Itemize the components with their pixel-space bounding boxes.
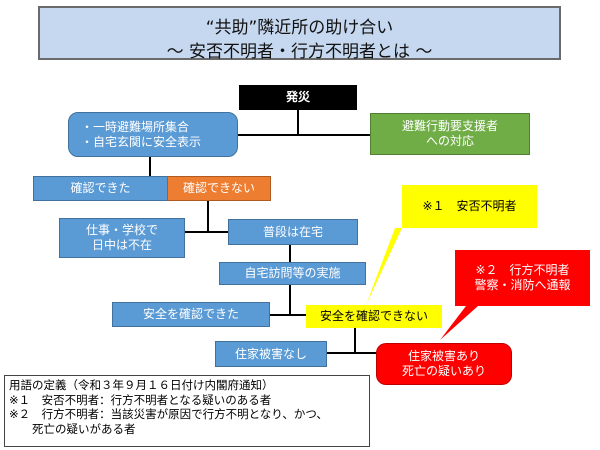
callout-anpi-shape <box>366 185 537 305</box>
node-support-line1: 避難行動要支援者 <box>401 119 498 133</box>
node-gather: ・一時避難場所集合 ・自宅玄関に安全表示 <box>68 112 238 157</box>
definitions-heading: 用語の定義（令和３年９月１６日付け内閣府通知） <box>9 378 274 392</box>
title-box: “共助”隣近所の助け合い ～ 安否不明者・行方不明者とは ～ <box>38 6 561 62</box>
node-work-school-line2: 日中は不在 <box>91 238 152 252</box>
node-confirmed: 確認できた <box>33 176 168 201</box>
node-usually-home: 普段は在宅 <box>228 219 358 245</box>
node-safety-not-confirmed: 安全を確認できない <box>306 305 442 328</box>
node-gather-line2: ・自宅玄関に安全表示 <box>81 134 202 149</box>
callout-anpi: ※１ 安否不明者 <box>402 185 537 228</box>
node-not-confirmed: 確認できない <box>167 176 271 201</box>
node-damage: 住家被害あり 死亡の疑いあり <box>376 343 512 385</box>
node-work-school: 仕事・学校で 日中は不在 <box>59 218 185 258</box>
node-safety-confirmed: 安全を確認できた <box>112 302 270 327</box>
definition-item-2: ※２ 行方不明者：当該災害が原因で行方不明となり、かつ、 <box>9 407 328 421</box>
node-work-school-line1: 仕事・学校で <box>85 223 158 237</box>
title-line2: ～ 安否不明者・行方不明者とは ～ <box>166 42 433 62</box>
title-line1: “共助”隣近所の助け合い <box>205 18 394 38</box>
callout-missing-line1: ※２ 行方不明者 <box>475 263 570 277</box>
definition-item-3: 死亡の疑いがある者 <box>9 421 136 436</box>
callout-missing-line2: 警察・消防へ通報 <box>474 278 571 292</box>
node-no-damage: 住家被害なし <box>215 341 327 367</box>
node-gather-line1: ・一時避難場所集合 <box>81 119 190 134</box>
node-damage-line2: 死亡の疑いあり <box>401 364 486 378</box>
node-hassai: 発災 <box>239 85 357 110</box>
definition-item-1: ※１ 安否不明者：行方不明者となる疑いのある者 <box>9 392 272 407</box>
callout-missing-shape <box>440 250 590 340</box>
node-support-line2: への対応 <box>425 134 474 148</box>
node-support: 避難行動要支援者 への対応 <box>370 113 530 155</box>
node-damage-line1: 住家被害あり <box>407 349 480 363</box>
node-home-visit: 自宅訪問等の実施 <box>219 262 366 285</box>
callout-anpi-text: ※１ 安否不明者 <box>422 199 517 213</box>
callout-missing: ※２ 行方不明者 警察・消防へ通報 <box>455 252 590 304</box>
definitions-box: 用語の定義（令和３年９月１６日付け内閣府通知） ※１ 安否不明者：行方不明者とな… <box>4 375 370 447</box>
